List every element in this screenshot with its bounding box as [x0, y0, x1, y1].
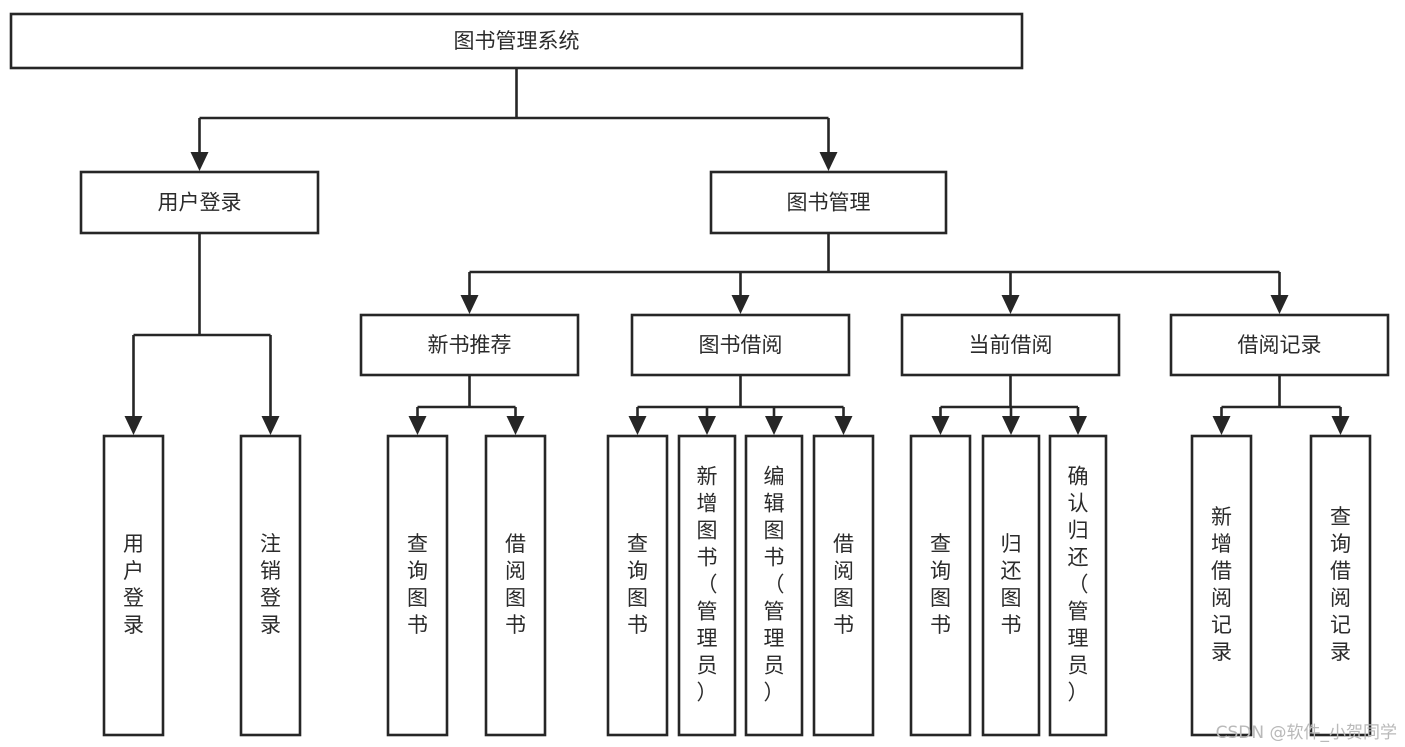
arrow-head-icon [1331, 416, 1350, 435]
node-label: 查询借阅记录 [1330, 505, 1351, 664]
node-box[interactable] [359, 313, 580, 377]
node-bookmgmt[interactable]: 图书管理 [709, 170, 948, 235]
node-label: 编辑图书（管理员） [764, 465, 785, 705]
node-label: 查询图书 [930, 532, 951, 637]
connector-edge-root-bus [190, 68, 838, 171]
node-label: 借阅图书 [505, 532, 526, 637]
node-box[interactable] [1048, 434, 1108, 737]
node-label: 用户登录 [158, 191, 242, 215]
arrow-head-icon [124, 416, 143, 435]
arrow-head-icon [408, 416, 427, 435]
connector-edge-login-bus [124, 233, 280, 435]
node-box[interactable] [386, 434, 449, 737]
node-label: 新书推荐 [428, 333, 512, 357]
node-current[interactable]: 当前借阅 [900, 313, 1121, 377]
node-box[interactable] [981, 434, 1041, 737]
node-label: 确认归还（管理员） [1068, 465, 1089, 705]
node-label: 图书管理系统 [454, 29, 580, 53]
node-label: 图书管理 [787, 191, 871, 215]
arrow-head-icon [731, 295, 750, 314]
node-box[interactable] [744, 434, 804, 737]
connector-edge-current-bus [931, 375, 1087, 435]
node-root[interactable]: 图书管理系统 [9, 12, 1024, 70]
node-leaf-cu-query[interactable]: 查询图书 [909, 434, 972, 737]
connector-edge-bookmgmt-bus [460, 233, 1289, 314]
node-leaf-nb-borrow[interactable]: 借阅图书 [484, 434, 547, 737]
arrow-head-icon [698, 416, 716, 435]
watermark-text: CSDN @软件_小贺同学 [1215, 723, 1397, 743]
node-box[interactable] [709, 170, 948, 235]
node-label: 用户登录 [123, 532, 144, 637]
arrow-head-icon [834, 416, 853, 435]
node-leaf-bw-edit[interactable]: 编辑图书（管理员） [744, 434, 804, 737]
node-box[interactable] [102, 434, 165, 737]
node-box[interactable] [909, 434, 972, 737]
node-label: 借阅图书 [833, 532, 854, 637]
node-label: 新增图书（管理员） [697, 465, 718, 705]
arrow-head-icon [819, 152, 838, 171]
node-box[interactable] [606, 434, 669, 737]
arrow-head-icon [931, 416, 950, 435]
node-box[interactable] [812, 434, 875, 737]
edge-layer [124, 68, 1350, 435]
arrow-head-icon [460, 295, 479, 314]
arrow-head-icon [506, 416, 525, 435]
connector-edge-newbook-bus [408, 375, 525, 435]
node-box[interactable] [1309, 434, 1372, 737]
arrow-head-icon [1212, 416, 1231, 435]
arrow-head-icon [1069, 416, 1087, 435]
connector-edge-borrow-bus [628, 375, 853, 435]
node-leaf-cu-confirm[interactable]: 确认归还（管理员） [1048, 434, 1108, 737]
node-label: 借阅记录 [1238, 333, 1322, 357]
node-leaf-bw-add[interactable]: 新增图书（管理员） [677, 434, 737, 737]
node-label: 图书借阅 [699, 333, 783, 357]
node-leaf-rc-query[interactable]: 查询借阅记录 [1309, 434, 1372, 737]
node-box[interactable] [239, 434, 302, 737]
arrow-head-icon [1002, 416, 1020, 435]
node-leaf-rc-add[interactable]: 新增借阅记录 [1190, 434, 1253, 737]
node-leaf-user-logout[interactable]: 注销登录 [239, 434, 302, 737]
node-leaf-bw-borrow[interactable]: 借阅图书 [812, 434, 875, 737]
node-label: 查询图书 [627, 532, 648, 637]
node-box[interactable] [1190, 434, 1253, 737]
node-label: 新增借阅记录 [1211, 505, 1232, 664]
node-login[interactable]: 用户登录 [79, 170, 320, 235]
arrow-head-icon [628, 416, 647, 435]
node-leaf-cu-return[interactable]: 归还图书 [981, 434, 1041, 737]
arrow-head-icon [1001, 295, 1020, 314]
node-leaf-user-login[interactable]: 用户登录 [102, 434, 165, 737]
node-box[interactable] [677, 434, 737, 737]
arrow-head-icon [765, 416, 783, 435]
node-borrow[interactable]: 图书借阅 [630, 313, 851, 377]
node-records[interactable]: 借阅记录 [1169, 313, 1390, 377]
arrow-head-icon [1270, 295, 1289, 314]
connector-edge-records-bus [1212, 375, 1350, 435]
node-label: 查询图书 [407, 532, 428, 637]
arrow-head-icon [190, 152, 209, 171]
node-box[interactable] [1169, 313, 1390, 377]
node-box[interactable] [484, 434, 547, 737]
node-box[interactable] [79, 170, 320, 235]
node-box[interactable] [9, 12, 1024, 70]
node-leaf-bw-query[interactable]: 查询图书 [606, 434, 669, 737]
node-label: 注销登录 [260, 532, 281, 637]
node-label: 当前借阅 [969, 333, 1053, 357]
node-label: 归还图书 [1001, 532, 1022, 637]
node-leaf-nb-query[interactable]: 查询图书 [386, 434, 449, 737]
arrow-head-icon [261, 416, 280, 435]
node-layer: 图书管理系统用户登录图书管理新书推荐图书借阅当前借阅借阅记录用户登录注销登录查询… [9, 12, 1390, 737]
node-box[interactable] [630, 313, 851, 377]
node-newbook[interactable]: 新书推荐 [359, 313, 580, 377]
node-box[interactable] [900, 313, 1121, 377]
